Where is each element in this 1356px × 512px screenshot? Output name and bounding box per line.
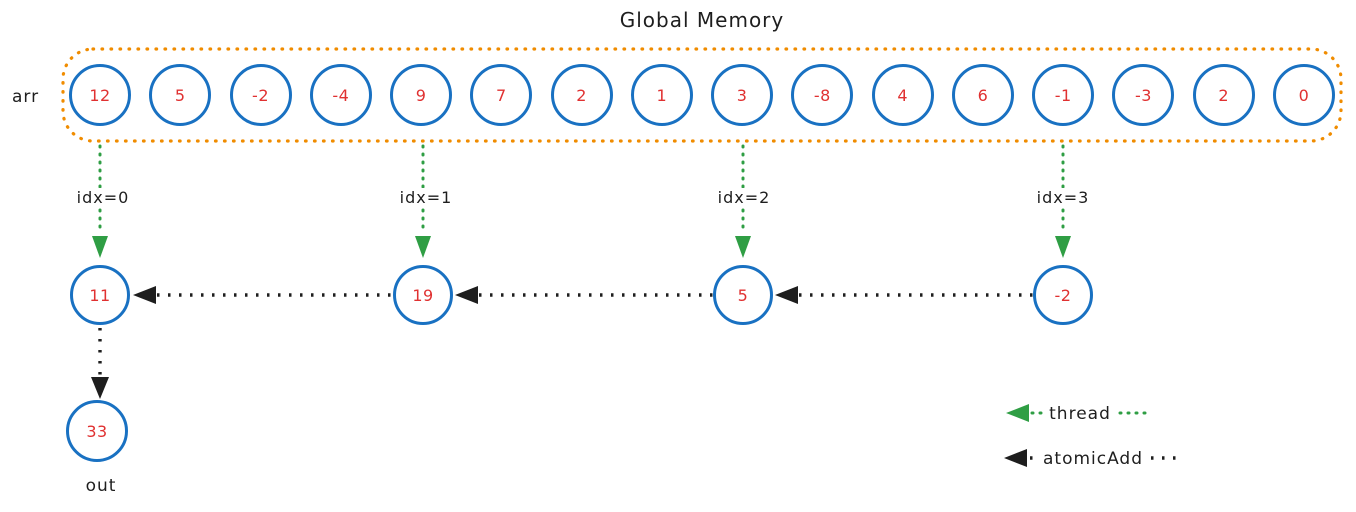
thread-arrow-idx0 — [92, 144, 108, 258]
thread-arrowhead — [735, 236, 751, 258]
atomic-arrow-11-to-out — [91, 328, 109, 399]
global-memory-box-outline — [61, 47, 1343, 143]
array-cell: 4 — [871, 64, 934, 126]
legend-thread-arrowhead — [1006, 404, 1029, 422]
atomic-arrowhead — [133, 286, 156, 304]
legend-thread-arrow — [1006, 404, 1154, 422]
array-cell: 5 — [149, 64, 212, 126]
thread-arrow-idx3 — [1055, 144, 1071, 258]
legend-atomic-label: atomicAdd — [1038, 449, 1148, 469]
array-cell: -1 — [1032, 64, 1095, 126]
arr-label: arr — [12, 87, 40, 107]
legend-thread-label: thread — [1045, 404, 1115, 424]
thread-label-idx3: idx=3 — [1032, 188, 1094, 207]
array-value: -2 — [252, 85, 269, 105]
array-value: 12 — [89, 85, 111, 105]
array-value: -8 — [813, 85, 831, 105]
thread-arrow-idx1 — [415, 144, 431, 258]
atomic-arrow-19-to-11 — [133, 286, 393, 304]
array-value: 2 — [1218, 85, 1230, 105]
partial-sum-circle-idx3: -2 — [1033, 265, 1093, 325]
array-value: -3 — [1134, 85, 1152, 105]
partial-sum-value: -2 — [1054, 285, 1072, 305]
out-value: 33 — [86, 421, 108, 441]
array-cell: 1 — [630, 64, 693, 126]
array-cell: -3 — [1112, 64, 1175, 126]
array-cell: -8 — [791, 64, 854, 126]
array-cell: 2 — [550, 64, 613, 126]
page-title: Global Memory — [619, 8, 785, 32]
partial-sum-value: 11 — [89, 285, 111, 305]
array-cell: 6 — [951, 64, 1014, 126]
array-value: 1 — [656, 85, 668, 105]
partial-sum-circle-idx0: 11 — [70, 265, 130, 325]
array-value: 4 — [897, 85, 908, 105]
array-cell: 12 — [69, 64, 131, 126]
atomic-arrowhead — [91, 377, 109, 399]
array-cell: 3 — [711, 64, 774, 126]
thread-arrowhead — [92, 236, 108, 258]
thread-label-idx0: idx=0 — [72, 188, 134, 207]
array-cell: 2 — [1192, 64, 1255, 126]
thread-label-idx2: idx=2 — [713, 188, 775, 207]
array-value: 6 — [977, 85, 989, 105]
thread-arrowhead — [415, 236, 431, 258]
array-value: 0 — [1298, 85, 1310, 105]
array-value: 9 — [415, 85, 427, 105]
partial-sum-value: 19 — [412, 285, 434, 305]
thread-arrowhead — [1055, 236, 1071, 258]
thread-label-idx1: idx=1 — [395, 188, 457, 207]
array-cell: -4 — [309, 64, 372, 126]
array-value: 3 — [736, 85, 748, 105]
array-value: 2 — [576, 85, 587, 105]
array-value: -4 — [332, 85, 350, 105]
array-value: -1 — [1054, 85, 1072, 105]
array-value: 7 — [495, 85, 507, 105]
partial-sum-value: 5 — [737, 285, 749, 305]
global-memory-array: 12 5 -2 -4 9 7 2 1 3 -8 4 6 -1 -3 2 0 — [64, 49, 1340, 141]
partial-sum-circle-idx2: 5 — [713, 265, 773, 325]
array-cell: 0 — [1272, 64, 1335, 126]
legend-atomic-arrowhead — [1004, 449, 1027, 467]
out-label: out — [85, 476, 117, 496]
atomic-arrowhead — [455, 286, 478, 304]
legend-atomic-arrow — [1004, 449, 1178, 467]
thread-arrow-idx2 — [735, 144, 751, 258]
atomic-arrowhead — [775, 286, 798, 304]
array-cell: 9 — [390, 64, 453, 126]
atomic-arrow-neg2-to-5 — [775, 286, 1033, 304]
atomic-arrow-5-to-19 — [455, 286, 713, 304]
partial-sum-circle-idx1: 19 — [393, 265, 453, 325]
array-cell: -2 — [229, 64, 292, 126]
array-value: 5 — [174, 85, 186, 105]
out-circle: 33 — [66, 400, 128, 462]
array-cell: 7 — [470, 64, 533, 126]
